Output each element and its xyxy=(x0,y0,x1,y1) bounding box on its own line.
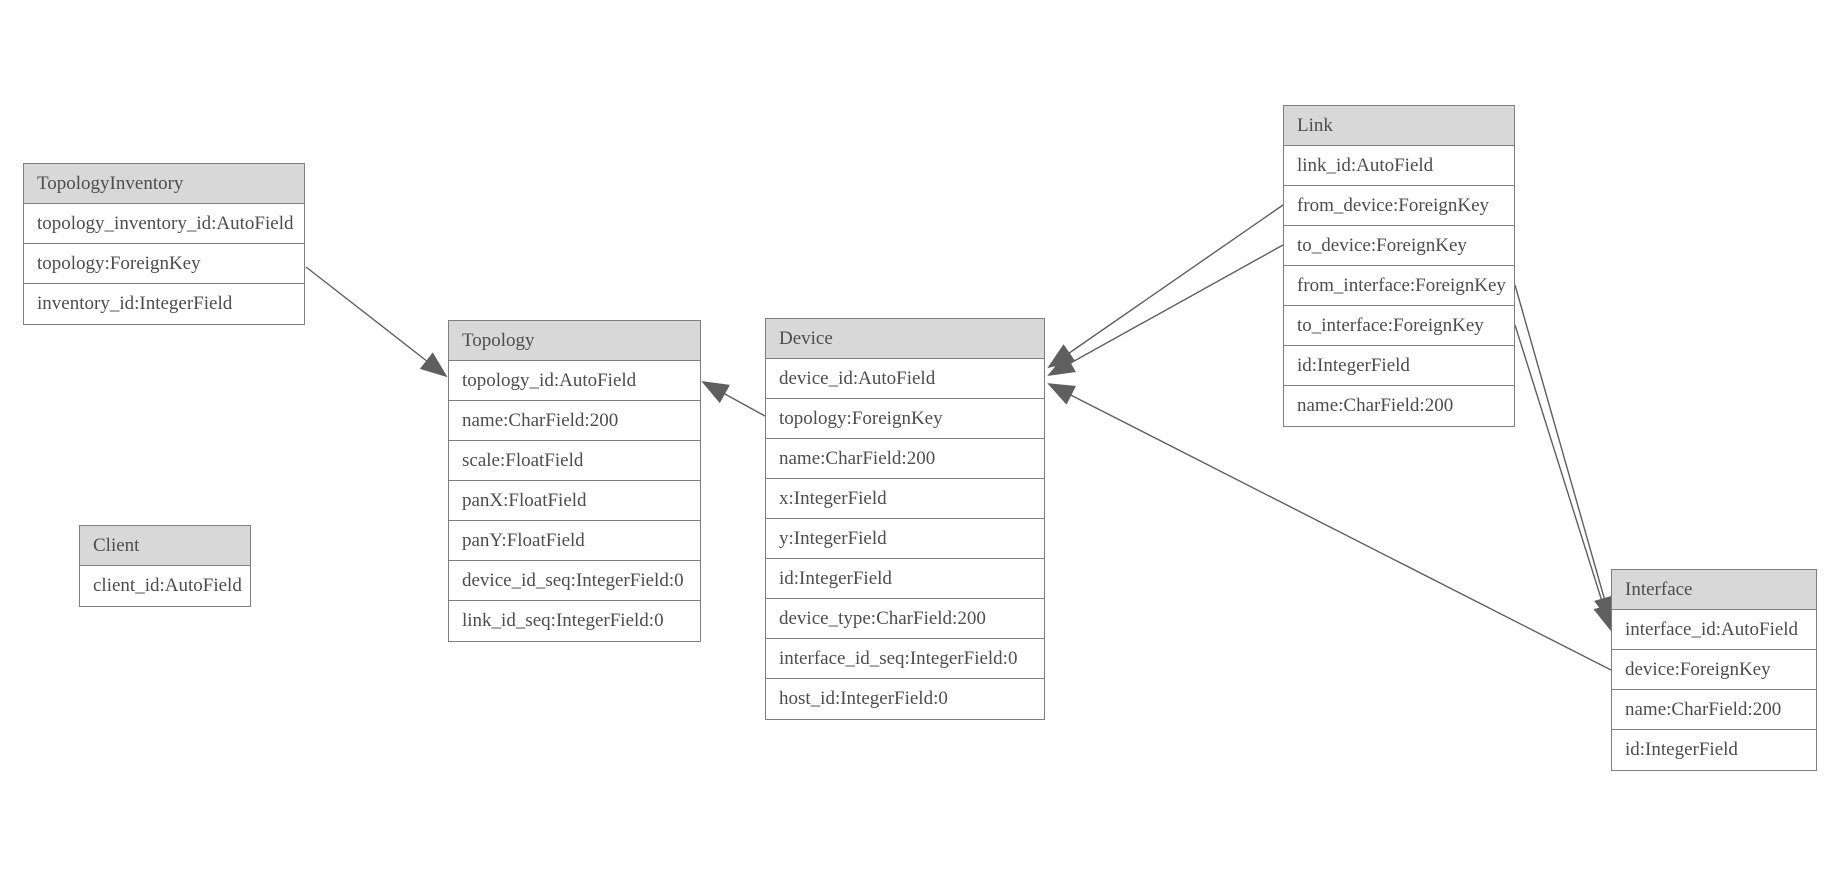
table-field-row: interface_id_seq:IntegerField:0 xyxy=(766,639,1044,679)
table-field-row: topology_id:AutoField xyxy=(449,361,700,401)
table-field-row: y:IntegerField xyxy=(766,519,1044,559)
table-field-row: name:CharField:200 xyxy=(1284,386,1514,426)
table-field-row: id:IntegerField xyxy=(766,559,1044,599)
table-field-row: interface_id:AutoField xyxy=(1612,610,1816,650)
table-field-row: host_id:IntegerField:0 xyxy=(766,679,1044,719)
table-field-row: scale:FloatField xyxy=(449,441,700,481)
edge-link-from_device-device xyxy=(1047,204,1284,369)
edge-link-from_interface-interface xyxy=(1514,284,1615,624)
table-field-row: link_id:AutoField xyxy=(1284,146,1514,186)
table-field-row: name:CharField:200 xyxy=(766,439,1044,479)
table-field-row: link_id_seq:IntegerField:0 xyxy=(449,601,700,641)
table-field-row: id:IntegerField xyxy=(1612,730,1816,770)
table-field-row: topology:ForeignKey xyxy=(24,244,304,284)
table-title: Topology xyxy=(449,321,700,361)
table-field-row: inventory_id:IntegerField xyxy=(24,284,304,324)
table-field-row: client_id:AutoField xyxy=(80,566,250,606)
table-title: Interface xyxy=(1612,570,1816,610)
table-title: Client xyxy=(80,526,250,566)
table-field-row: topology_inventory_id:AutoField xyxy=(24,204,304,244)
table-field-row: device:ForeignKey xyxy=(1612,650,1816,690)
table-field-row: panX:FloatField xyxy=(449,481,700,521)
table-title: Device xyxy=(766,319,1044,359)
table-field-row: name:CharField:200 xyxy=(449,401,700,441)
table-title: TopologyInventory xyxy=(24,164,304,204)
table-field-row: to_device:ForeignKey xyxy=(1284,226,1514,266)
edge-link-to_interface-interface xyxy=(1514,324,1614,632)
table-field-row: device_id:AutoField xyxy=(766,359,1044,399)
edge-link-to_device-device xyxy=(1047,244,1284,376)
edge-interface-device xyxy=(1047,383,1612,671)
table-field-row: device_type:CharField:200 xyxy=(766,599,1044,639)
table-field-row: panY:FloatField xyxy=(449,521,700,561)
table-field-row: device_id_seq:IntegerField:0 xyxy=(449,561,700,601)
table-field-row: x:IntegerField xyxy=(766,479,1044,519)
table-field-row: id:IntegerField xyxy=(1284,346,1514,386)
table-field-row: to_interface:ForeignKey xyxy=(1284,306,1514,346)
table-field-row: name:CharField:200 xyxy=(1612,690,1816,730)
table-field-row: from_device:ForeignKey xyxy=(1284,186,1514,226)
table-field-row: topology:ForeignKey xyxy=(766,399,1044,439)
edge-topologyinventory-topology xyxy=(305,266,448,378)
table-field-row: from_interface:ForeignKey xyxy=(1284,266,1514,306)
table-title: Link xyxy=(1284,106,1514,146)
edge-device-topology xyxy=(701,381,766,417)
